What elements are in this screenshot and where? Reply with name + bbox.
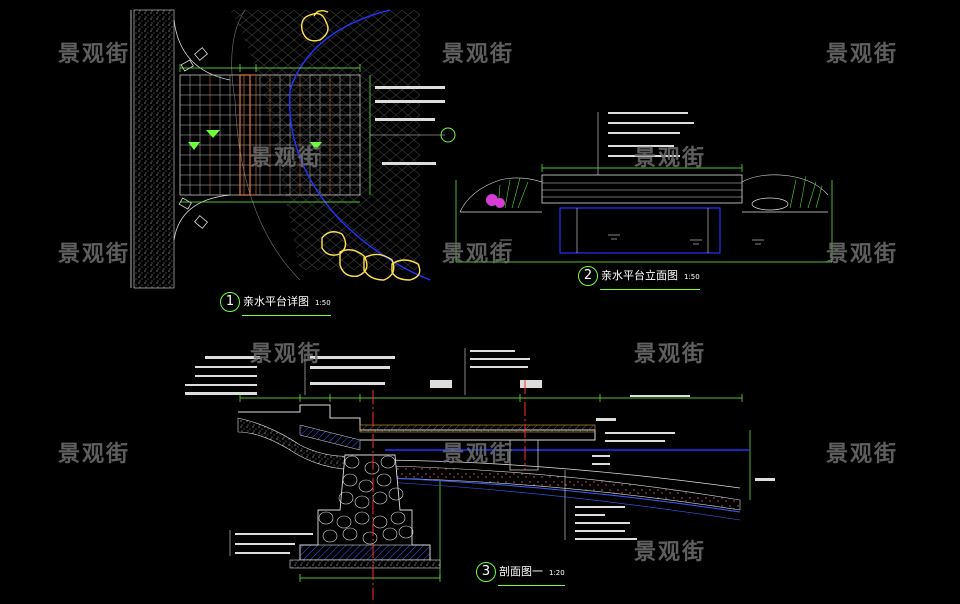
deck-section	[238, 404, 596, 441]
watermark: 景观街	[442, 442, 515, 467]
deck-grid	[179, 74, 361, 196]
watermark: 景观街	[826, 242, 899, 267]
deck-boards	[359, 424, 596, 433]
watermark: 景观街	[634, 540, 707, 565]
view-title-text: 亲水平台详图	[243, 295, 309, 308]
rocks	[300, 9, 421, 281]
watermark: 景观街	[826, 442, 899, 467]
watermark: 景观街	[250, 146, 323, 171]
section-annotations-bottom-left	[229, 530, 313, 556]
elevation-view	[455, 112, 833, 263]
pond-bed	[384, 465, 741, 511]
watermark: 景观街	[826, 42, 899, 67]
view-title-text: 剖面图一	[499, 565, 543, 578]
watermark: 景观街	[58, 42, 131, 67]
watermark: 景观街	[442, 42, 515, 67]
view-number: 2	[578, 266, 598, 286]
watermark: 景观街	[634, 342, 707, 367]
entry-markers	[178, 47, 208, 229]
elevation-annotations	[597, 112, 694, 175]
view-title-text: 亲水平台立面图	[601, 269, 678, 282]
water-symbols	[500, 234, 764, 245]
view-scale: 1:20	[549, 569, 565, 577]
section-annotations-right	[564, 395, 775, 540]
view-number: 1	[220, 292, 240, 312]
view-number: 3	[476, 562, 496, 582]
watermark: 景观街	[250, 342, 323, 367]
deck-elevation	[541, 174, 743, 204]
water-edge	[288, 9, 431, 281]
path-curve	[173, 194, 231, 241]
planting	[497, 175, 823, 209]
watermark: 景观街	[58, 242, 131, 267]
section-view	[185, 348, 775, 600]
pond-pit	[559, 207, 721, 254]
gravel-strip	[133, 9, 175, 289]
watermark: 景观街	[58, 442, 131, 467]
elevation-dimensions	[455, 164, 833, 263]
level-markers	[188, 130, 322, 150]
plan-annotations	[370, 86, 456, 165]
section-annotations-left	[185, 355, 395, 395]
view-scale: 1:50	[684, 273, 700, 281]
view-scale: 1:50	[315, 299, 331, 307]
plan-view	[130, 9, 456, 289]
watermark: 景观街	[634, 146, 707, 171]
watermark: 景观街	[442, 242, 515, 267]
path-curve	[173, 19, 231, 81]
section-annotations-top	[430, 348, 542, 395]
